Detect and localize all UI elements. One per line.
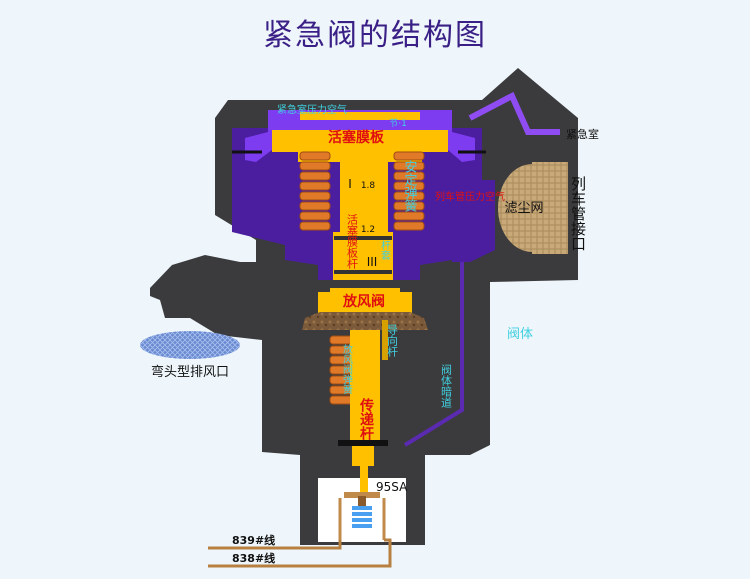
switch-95sa <box>338 492 386 540</box>
guide-rod <box>382 320 388 360</box>
transmit-rod <box>338 330 388 496</box>
safety-spring-left <box>299 151 331 231</box>
label-pipe-pressure-air: 列车管压力空气 <box>435 190 505 203</box>
label-body-channel: 阀体暗道 <box>440 363 453 408</box>
vent-valve <box>302 288 428 330</box>
label-train-pipe-connector: 列车管接口 <box>569 176 587 251</box>
label-dust-filter: 滤尘网 <box>504 201 543 216</box>
label-valve-body: 阀体 <box>507 327 533 342</box>
label-region-1: I <box>348 177 352 191</box>
label-rod-sleeve: 杆套 <box>379 240 391 261</box>
safety-spring-right <box>393 151 425 231</box>
label-piston-rod: 活塞膜板杆 <box>346 214 359 270</box>
label-vent-valve: 放风阀 <box>342 293 385 310</box>
label-guide-rod: 导向杆 <box>386 324 399 358</box>
elbow-exhaust-outlet <box>140 331 240 359</box>
label-piston-diaphragm: 活塞膜板 <box>328 129 385 146</box>
label-vent-spring: 放风阀弹簧 <box>341 343 353 395</box>
label-safety-spring: 安定弹簧 <box>402 160 418 212</box>
label-elbow-exhaust: 弯头型排风口 <box>151 364 229 380</box>
label-region-3: III <box>367 255 378 269</box>
label-switch: 95SA <box>376 480 408 494</box>
label-transmit-rod: 传递杆 <box>358 397 375 441</box>
label-wire-838: 838#线 <box>232 551 275 565</box>
label-wire-839: 839#线 <box>232 533 275 547</box>
label-ratio-12: 1.2 <box>361 225 375 235</box>
wire-838 <box>208 538 392 568</box>
piston <box>272 112 448 280</box>
label-small-top: 节·1 <box>389 118 407 129</box>
label-ratio-18: 1.8 <box>361 181 376 191</box>
label-emergency-chamber-pressure-air: 紧急室压力空气 <box>277 103 347 116</box>
page-title: 紧急阀的结构图 <box>263 18 487 53</box>
wire-839 <box>208 540 342 550</box>
label-emergency-chamber: 紧急室 <box>566 127 599 141</box>
